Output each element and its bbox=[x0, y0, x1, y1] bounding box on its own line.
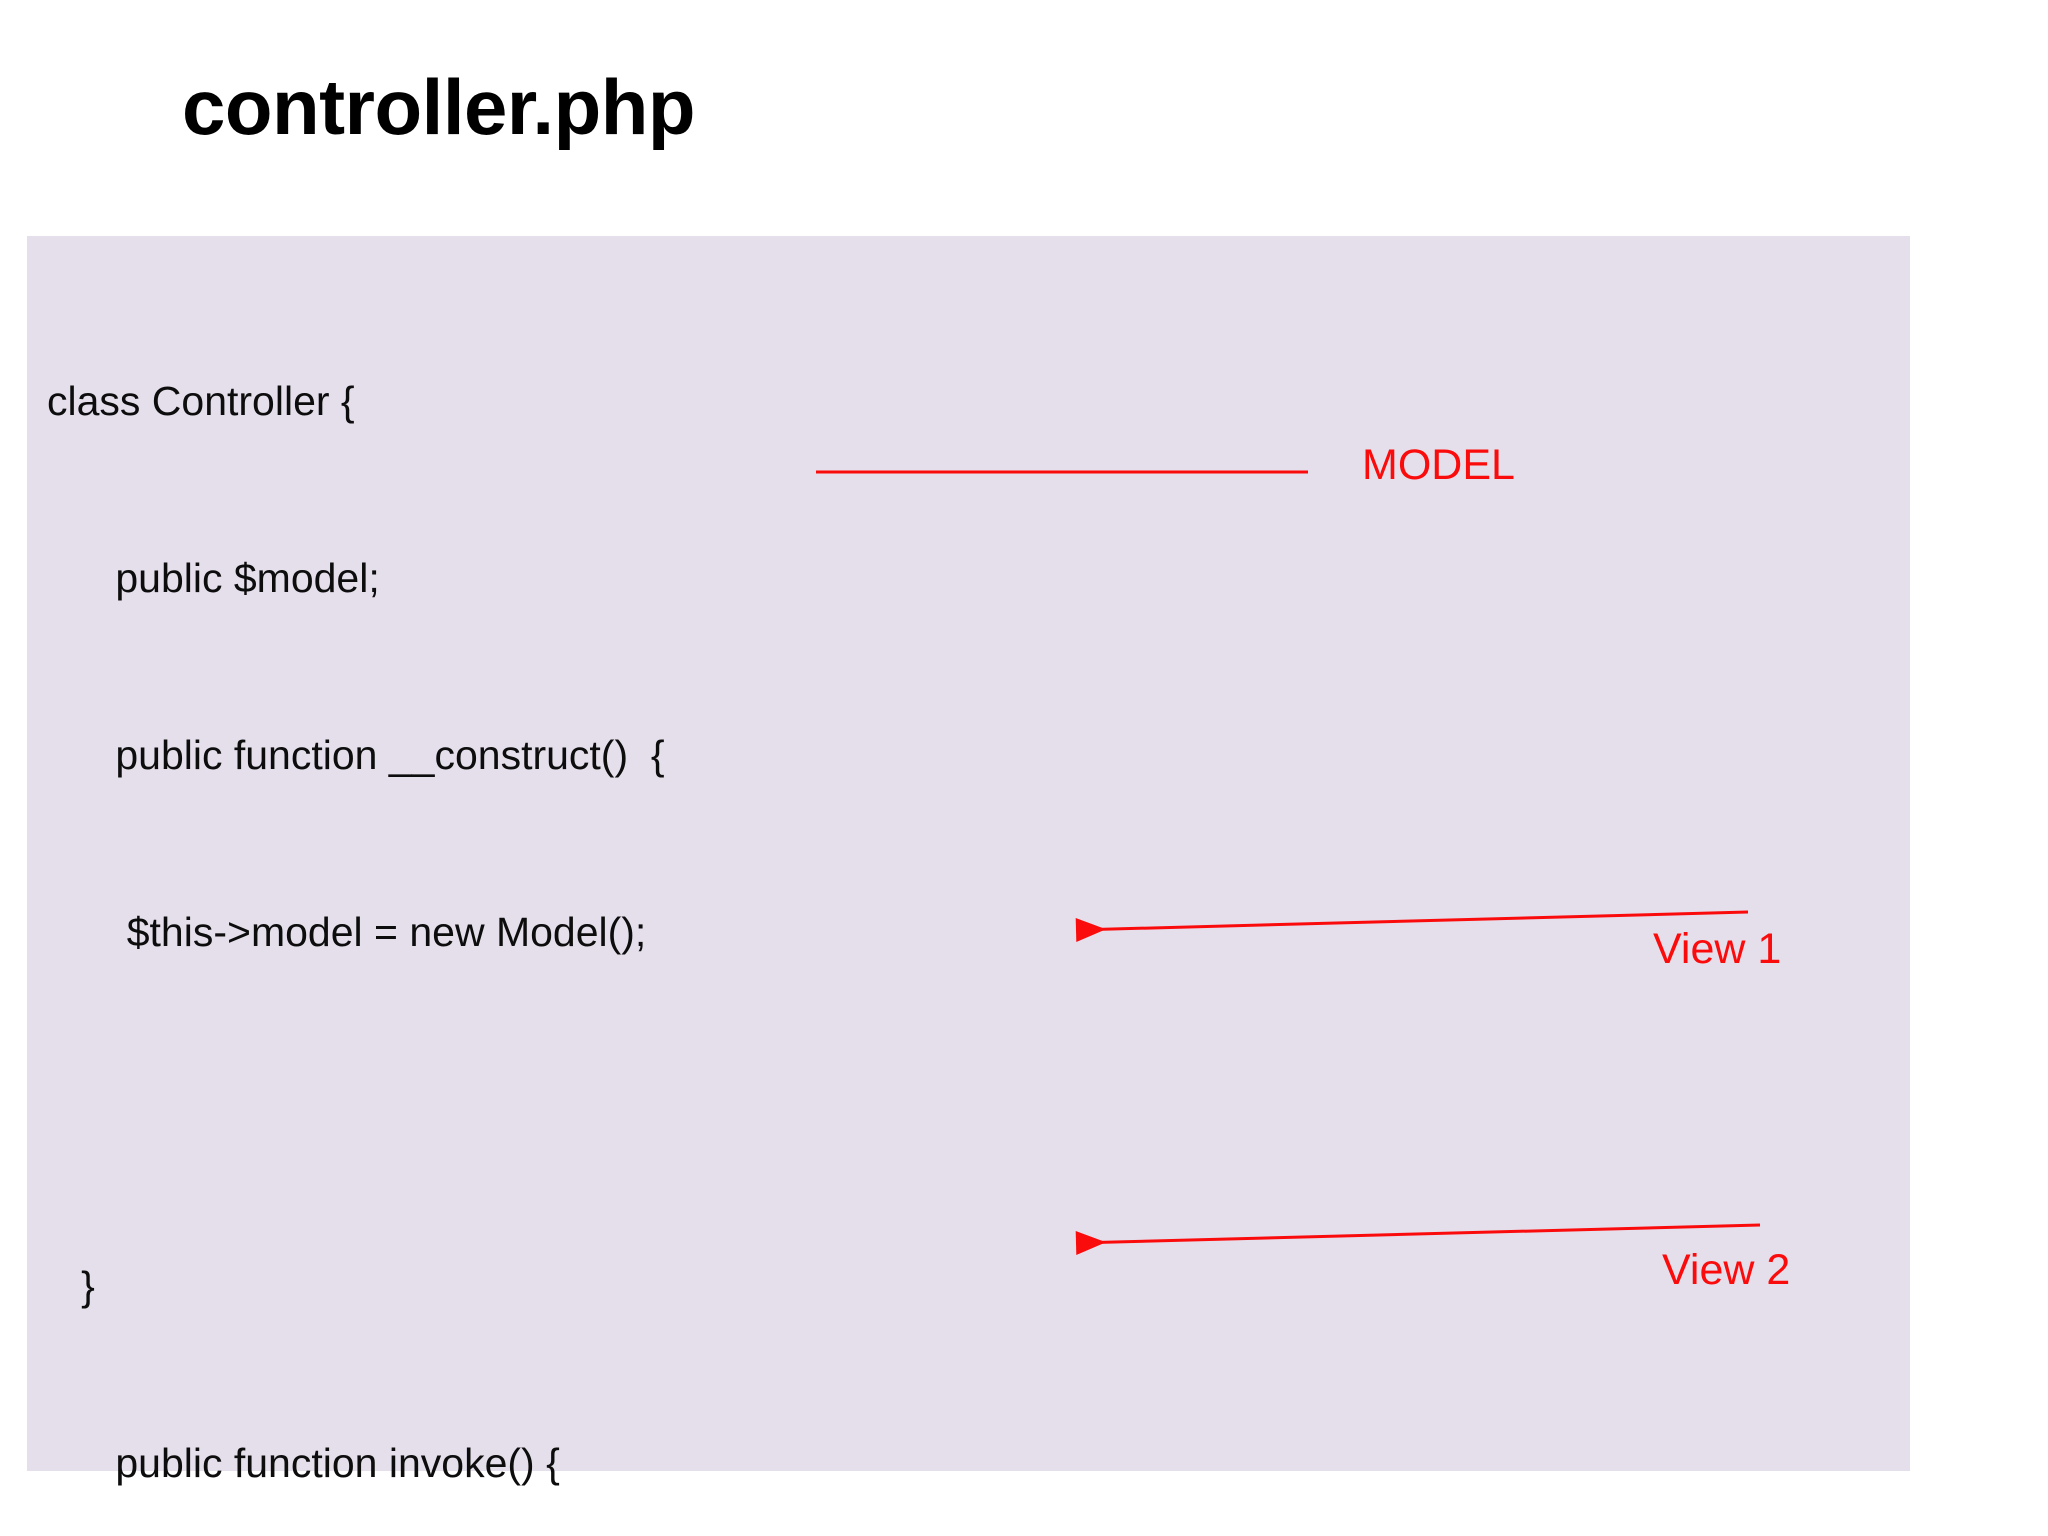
code-line: public function invoke() { bbox=[47, 1440, 560, 1486]
code-line: class Controller { bbox=[47, 378, 355, 424]
code-line: public $model; bbox=[47, 555, 380, 601]
code-line: $this->model = new Model(); bbox=[47, 909, 647, 955]
code-line-blank bbox=[47, 1080, 1847, 1139]
code-block-panel: class Controller { public $model; public… bbox=[27, 236, 1910, 1486]
annotation-label-model: MODEL bbox=[1362, 441, 1515, 489]
code-line: public function __construct() { bbox=[47, 732, 665, 778]
code-listing: class Controller { public $model; public… bbox=[47, 254, 1847, 1536]
annotation-label-view2: View 2 bbox=[1662, 1246, 1791, 1294]
code-line: } bbox=[47, 1263, 95, 1309]
page-title: controller.php bbox=[182, 63, 696, 151]
annotation-label-view1: View 1 bbox=[1653, 925, 1782, 973]
